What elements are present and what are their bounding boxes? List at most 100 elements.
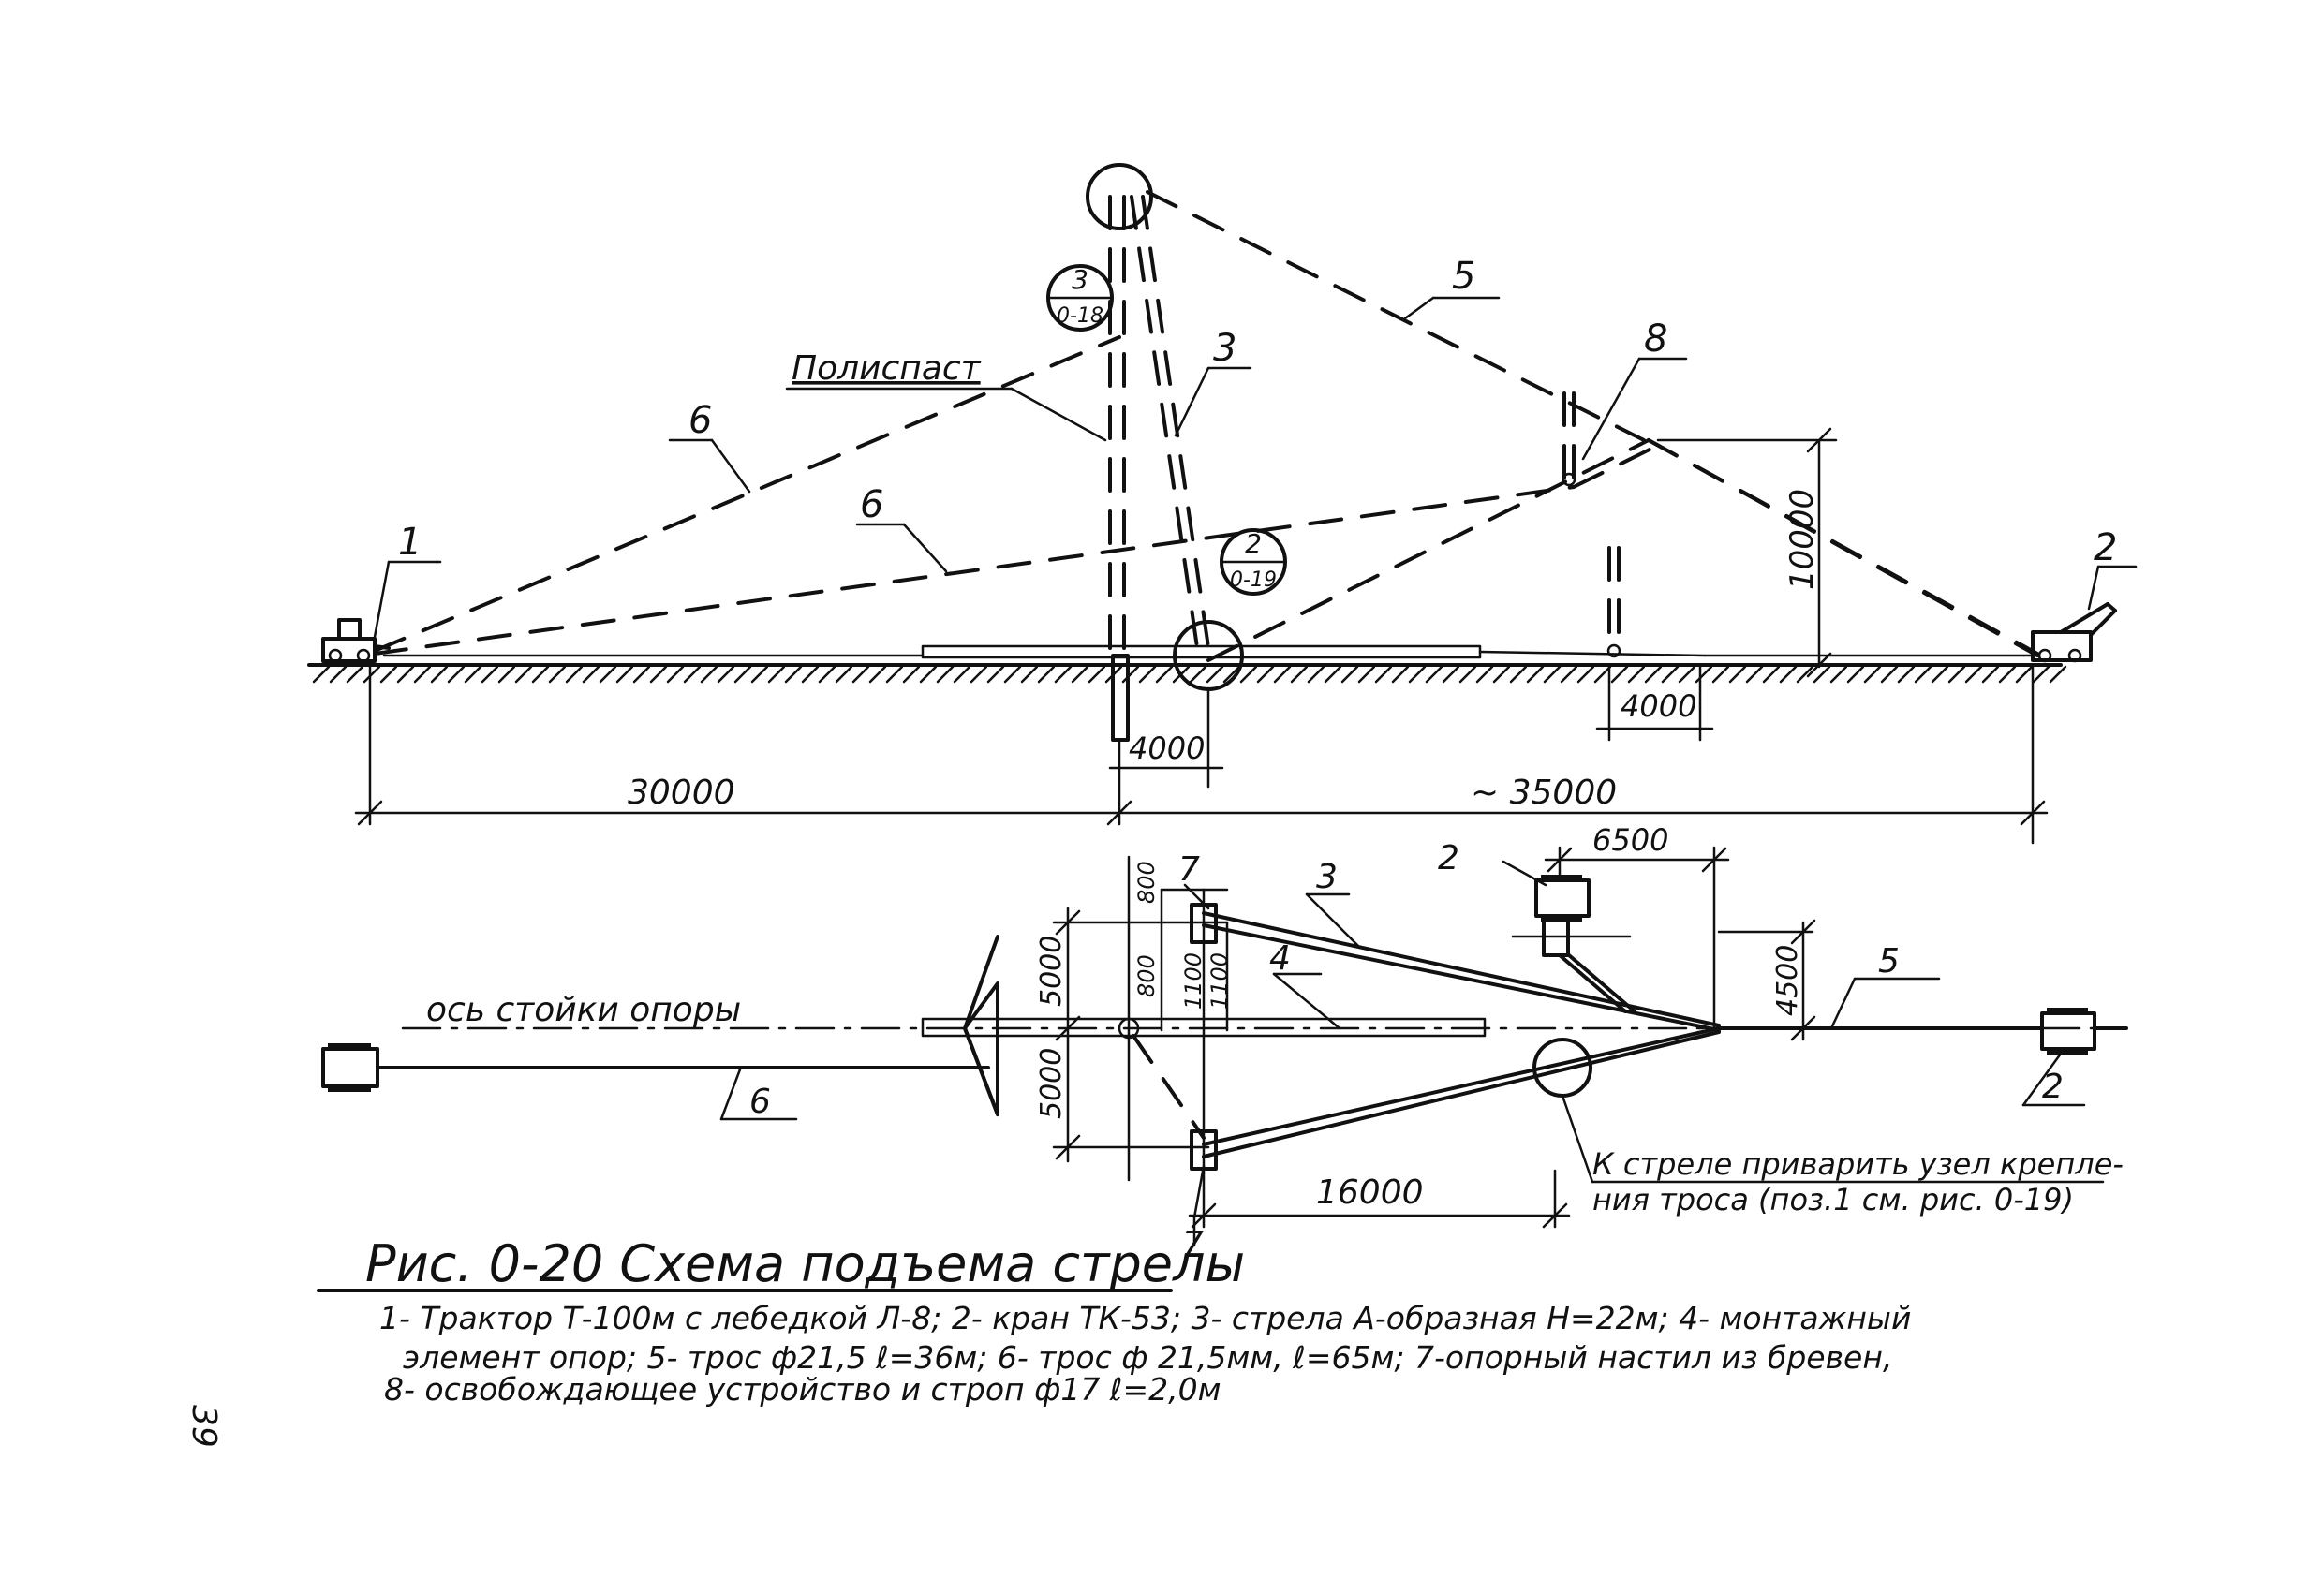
- hatch-stroke: [919, 665, 938, 684]
- hatch-stroke: [1914, 665, 1932, 684]
- figure-title: Рис. 0-20 Схема подъема стрелы: [365, 1234, 1246, 1293]
- hatch-stroke: [1998, 665, 2017, 684]
- ref-bottom-sheet: 0-19: [1230, 568, 1277, 592]
- boom-raised-left: [1206, 438, 1650, 662]
- boom-raised-extension: [1572, 446, 1655, 489]
- hatch-stroke: [1458, 665, 1477, 684]
- hatch-stroke: [1020, 665, 1039, 684]
- hatch-stroke: [733, 665, 752, 684]
- dim-6500: 6500: [1592, 822, 1668, 858]
- detail-circle-top: [1086, 163, 1153, 230]
- hatch-stroke: [649, 665, 668, 684]
- hatch-stroke: [1813, 665, 1831, 684]
- hatch-stroke: [1189, 665, 1207, 684]
- hatch-stroke: [1088, 665, 1106, 684]
- label-1: 1: [398, 521, 422, 564]
- hatch-stroke: [717, 665, 735, 684]
- dim-800-b: 800: [1133, 954, 1160, 997]
- dim-4000-center: 4000: [1129, 730, 1205, 766]
- label-7-top: 7: [1178, 850, 1200, 889]
- hatch-stroke: [1357, 665, 1376, 684]
- ref-bottom-number: 2: [1245, 528, 1262, 559]
- hatch-stroke: [1728, 665, 1747, 684]
- diagonal-dash: [1132, 1034, 1206, 1140]
- dim-5000-top: 5000: [1035, 936, 1068, 1007]
- hatch-stroke: [1324, 665, 1342, 684]
- hatch-stroke: [1678, 665, 1696, 684]
- hatch-stroke: [346, 665, 364, 684]
- label-2-elevation: 2: [2094, 526, 2117, 569]
- hatch-stroke: [902, 665, 921, 684]
- hatch-stroke: [1222, 665, 1241, 684]
- assembly-element-elevation: [921, 644, 1482, 659]
- hatch-stroke: [1796, 665, 1814, 684]
- hatch-stroke: [599, 665, 617, 684]
- boom-raised-right: [1647, 438, 2039, 656]
- label-7-bottom: 7: [1182, 1225, 1204, 1263]
- element-tail: [1478, 650, 1707, 657]
- hatch-stroke: [1762, 665, 1781, 684]
- tractor-1-plan: [321, 1043, 391, 1092]
- label-5-plan: 5: [1878, 942, 1900, 981]
- hatch-stroke: [683, 665, 702, 684]
- hatch-stroke: [1981, 665, 2000, 684]
- label-3-plan: 3: [1316, 858, 1338, 896]
- dim-4000-right: 4000: [1621, 688, 1696, 724]
- hatch-stroke: [936, 665, 955, 684]
- hatch-stroke: [1661, 665, 1680, 684]
- elevation-view: 3 0-18 2 0-19 1 2 3 5 6 6 8: [307, 163, 2138, 845]
- label-6-plan: 6: [749, 1083, 771, 1121]
- hatch-stroke: [1560, 665, 1578, 684]
- hatch-stroke: [1391, 665, 1410, 684]
- hatch-stroke: [818, 665, 836, 684]
- hatch-stroke: [1442, 665, 1460, 684]
- boom-3-inclined-b: [1141, 195, 1212, 662]
- release-device-8: [1562, 472, 1576, 487]
- axis-label: ось стойки опоры: [426, 991, 741, 1029]
- page-number: 39: [185, 1405, 223, 1448]
- hatch-stroke: [1071, 665, 1089, 684]
- hatch-stroke: [1627, 665, 1646, 684]
- hatch-stroke: [1425, 665, 1443, 684]
- hatch-stroke: [784, 665, 803, 684]
- hatch-stroke: [851, 665, 870, 684]
- hatch-stroke: [1206, 665, 1224, 684]
- weld-note-line1: К стреле приварить узел крепле-: [1592, 1146, 2124, 1182]
- hatch-stroke: [1897, 665, 1916, 684]
- hatch-stroke: [970, 665, 988, 684]
- plan-view: ось стойки опоры: [321, 822, 2128, 1263]
- hatch-stroke: [1829, 665, 1848, 684]
- hatch-stroke: [868, 665, 887, 684]
- cable-5-upper: [1146, 190, 1646, 442]
- hatch-stroke: [363, 665, 381, 684]
- hatch-stroke: [2049, 665, 2067, 684]
- hatch-stroke: [1863, 665, 1882, 684]
- boom-3-plan-lower-b: [1202, 1030, 1721, 1158]
- weld-note-line2: ния троса (поз.1 см. рис. 0-19): [1592, 1182, 2074, 1217]
- hatch-stroke: [1340, 665, 1359, 684]
- dim-16000: 16000: [1316, 1173, 1424, 1212]
- hatch-stroke: [1003, 665, 1022, 684]
- hatch-stroke: [615, 665, 634, 684]
- hatch-stroke: [548, 665, 567, 684]
- hatch-stroke: [2032, 665, 2050, 684]
- hatch-stroke: [1846, 665, 1865, 684]
- dim-1100-a: 1100: [1180, 952, 1206, 1010]
- ref-top-sheet: 0-18: [1057, 304, 1103, 328]
- dim-height: 10000: [1784, 489, 1821, 590]
- boom-3-plan-upper-b: [1202, 923, 1721, 1032]
- hatch-stroke: [1526, 665, 1545, 684]
- cable-6-upper: [373, 335, 1121, 653]
- hatch-stroke: [666, 665, 685, 684]
- label-2-plan-right: 2: [2042, 1068, 2064, 1106]
- dim-800-a: 800: [1133, 861, 1160, 904]
- hatch-stroke: [464, 665, 482, 684]
- ref-top-number: 3: [1072, 264, 1088, 295]
- hatch-stroke: [1273, 665, 1292, 684]
- hatch-stroke: [986, 665, 1005, 684]
- hatch-stroke: [329, 665, 348, 684]
- hatch-stroke: [1374, 665, 1393, 684]
- cable-6-lower: [373, 485, 1576, 656]
- hatch-stroke: [953, 665, 971, 684]
- crane-2-elevation: [2031, 602, 2117, 663]
